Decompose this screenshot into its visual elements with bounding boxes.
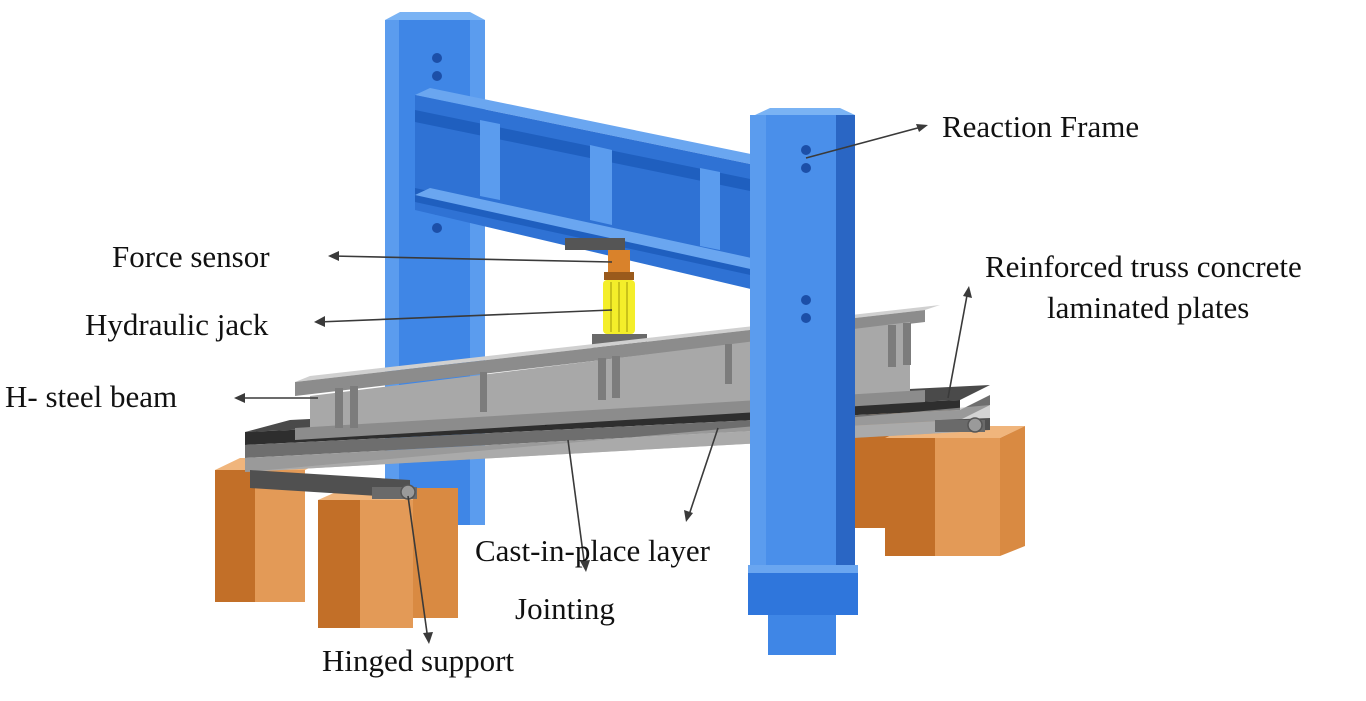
label-reinforced-line1: Reinforced truss concrete <box>985 249 1302 284</box>
hinge-rollers <box>372 417 985 500</box>
leader-arrows <box>234 124 972 644</box>
label-cast-in-place-layer: Cast-in-place layer <box>475 533 711 568</box>
reaction-frame-right-column <box>748 108 858 655</box>
label-reaction-frame: Reaction Frame <box>942 109 1139 144</box>
label-h-steel-beam: H- steel beam <box>5 379 177 414</box>
force-sensor-body <box>608 250 630 272</box>
label-jointing: Jointing <box>515 591 615 626</box>
reaction-frame-crossbeam <box>415 88 770 290</box>
loading-assembly <box>565 238 647 348</box>
label-reinforced-line2: laminated plates <box>1047 290 1249 325</box>
support-blocks-right <box>855 408 1025 556</box>
label-hinged-support: Hinged support <box>322 643 514 678</box>
labels: Reaction Frame Force sensor Reinforced t… <box>5 109 1302 678</box>
label-force-sensor: Force sensor <box>112 239 270 274</box>
label-hydraulic-jack: Hydraulic jack <box>85 307 269 342</box>
